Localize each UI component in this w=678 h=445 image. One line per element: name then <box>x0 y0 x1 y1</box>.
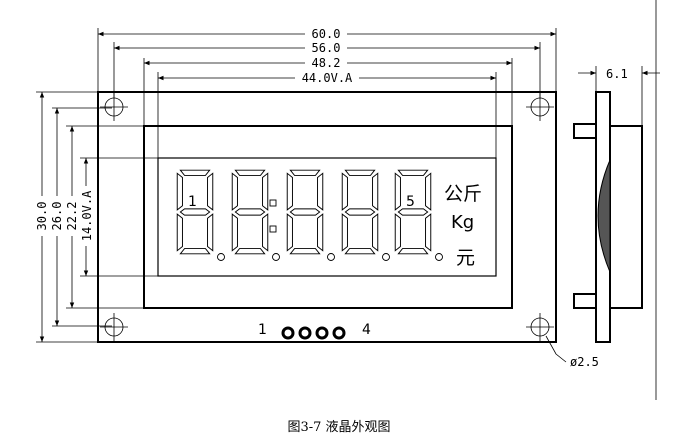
seven-segment-digits <box>176 169 443 261</box>
unit-yuan: 元 <box>456 247 475 269</box>
viewing-area <box>157 157 497 277</box>
digit-index-first: 1 <box>188 194 197 210</box>
dimension-width-48: 48.2 <box>312 56 341 70</box>
digit-index-last: 5 <box>406 194 415 210</box>
pcb-outline <box>97 91 557 343</box>
dimension-width-44: 44.0V.A <box>302 71 353 85</box>
figure-caption: 图3-7 液晶外观图 <box>287 420 391 435</box>
bezel-outline <box>143 125 513 309</box>
hole-leader-line <box>545 335 567 363</box>
mounting-hole-icon <box>100 93 554 341</box>
dimension-depth: 6.1 <box>606 67 628 81</box>
dimension-height-22: 22.2 <box>65 202 79 231</box>
dimension-height-14: 14.0V.A <box>80 190 94 241</box>
dimension-hole: ø2.5 <box>570 355 599 369</box>
dimension-width-60: 60.0 <box>312 27 341 41</box>
dimension-height-30: 30.0 <box>35 202 49 231</box>
pin-label-last: 4 <box>362 322 371 338</box>
unit-kg: Kg <box>451 212 474 233</box>
connector-pin-icon <box>281 326 346 340</box>
dimension-width-56: 56.0 <box>312 41 341 55</box>
side-view-bulge <box>597 159 611 273</box>
pin-label-first: 1 <box>258 322 267 338</box>
dimension-height-26: 26.0 <box>50 202 64 231</box>
unit-gongjin: 公斤 <box>444 183 482 205</box>
depth-dimension <box>578 66 660 126</box>
